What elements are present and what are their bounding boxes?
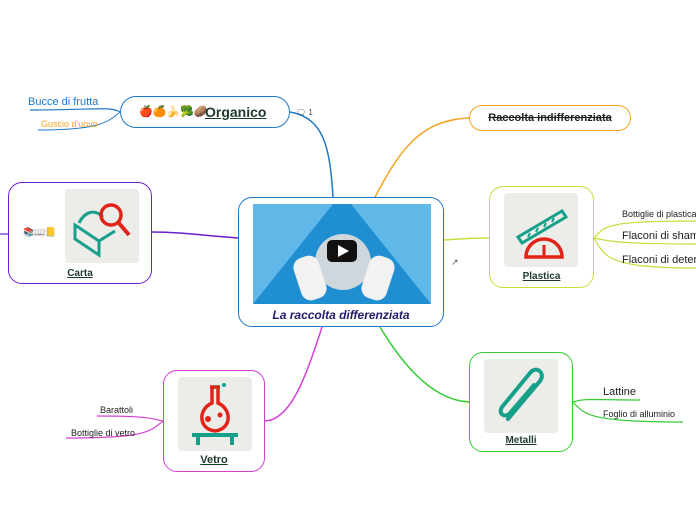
topic-indifferenziata-label: Raccolta indifferenziata — [488, 112, 612, 124]
topic-metalli[interactable]: Metalli — [469, 352, 573, 452]
leaf-bucce-di-frutta[interactable]: Bucce di frutta — [28, 96, 99, 108]
topic-metalli-label: Metalli — [505, 435, 537, 446]
leaf-bottiglie-plastica[interactable]: Bottiglie di plastica — [622, 209, 696, 219]
comment-icon[interactable]: 🗨 1 — [296, 108, 313, 117]
paperclip-icon — [484, 359, 558, 433]
leaf-lattine[interactable]: Lattine — [603, 386, 637, 398]
central-topic-title: La raccolta differenziata — [272, 308, 410, 322]
external-link-icon[interactable]: ↗ — [451, 257, 459, 267]
leaf-flaconi-detersivo[interactable]: Flaconi di detersivo — [622, 254, 696, 266]
book-emoji-icons: 📚📖📒 — [23, 227, 57, 237]
leaf-barattoli[interactable]: Barattoli — [100, 405, 134, 415]
comment-count: 1 — [308, 108, 313, 117]
topic-raccolta-indifferenziata[interactable]: Raccolta indifferenziata — [469, 105, 631, 131]
topic-vetro-label: Vetro — [200, 454, 228, 466]
topic-plastica[interactable]: Plastica — [489, 186, 594, 288]
leaf-foglio-alluminio[interactable]: Foglio di alluminio — [603, 409, 676, 419]
topic-carta[interactable]: 📚📖📒 Carta — [8, 182, 152, 284]
video-thumbnail[interactable] — [253, 204, 431, 304]
topic-plastica-label: Plastica — [522, 271, 561, 282]
book-magnifier-icon — [65, 189, 139, 263]
topic-organico-label: Organico — [205, 104, 267, 120]
topic-organico[interactable]: 🍎🍊🍌🥦🥔 Organico — [120, 96, 290, 128]
play-icon[interactable] — [327, 240, 357, 262]
leaf-guscio-uovo[interactable]: Guscio d'uovo — [41, 119, 98, 129]
ruler-protractor-icon — [504, 193, 578, 267]
flask-icon — [178, 377, 252, 451]
fruit-emoji-icons: 🍎🍊🍌🥦🥔 — [139, 106, 208, 118]
topic-carta-label: Carta — [67, 268, 93, 279]
leaf-bottiglie-vetro[interactable]: Bottiglie di vetro — [71, 428, 136, 438]
central-topic[interactable]: La raccolta differenziata — [238, 197, 444, 327]
leaf-flaconi-shampoo[interactable]: Flaconi di shampoo — [622, 230, 696, 242]
topic-vetro[interactable]: Vetro — [163, 370, 265, 472]
